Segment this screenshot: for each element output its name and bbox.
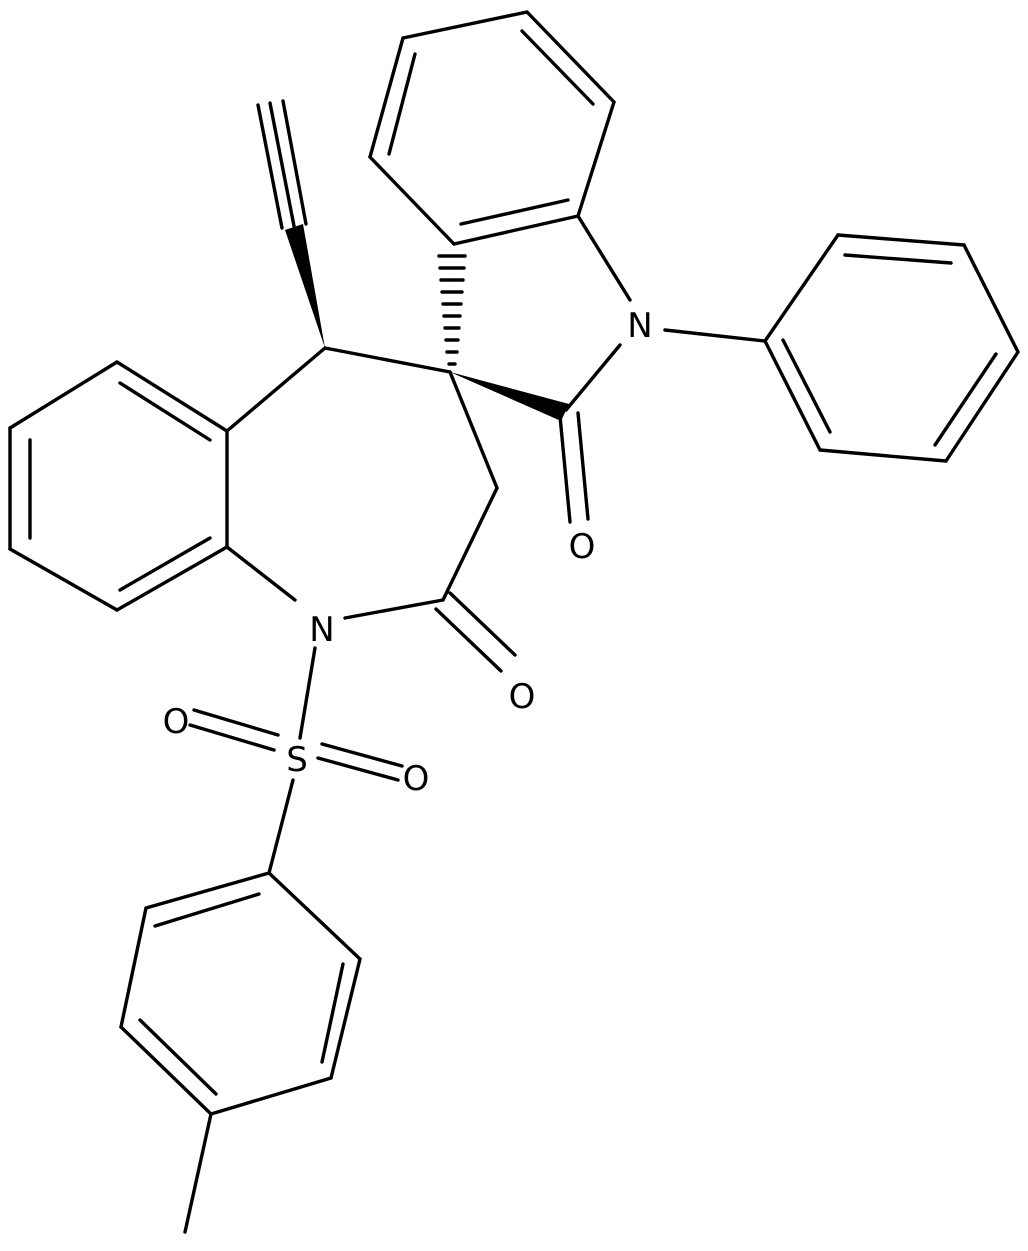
hashed-wedge-bond [437, 254, 467, 366]
n-phenyl-ring [663, 233, 1020, 463]
sulfonyl-group [188, 646, 404, 875]
ethynyl-group [256, 99, 325, 348]
bold-wedge-bond [450, 372, 569, 421]
atom-label-o-indole-carbonyl: O [569, 527, 596, 567]
oxindole-benzo-ring [368, 10, 616, 246]
atom-label-n-indole: N [627, 306, 652, 346]
atom-label-o-azepine-carbonyl: O [509, 677, 536, 717]
oxindole-lactam-ring [437, 214, 632, 524]
atom-label-o-sulfonyl-right: O [403, 759, 430, 799]
bold-wedge-bond [285, 224, 325, 348]
atom-label-o-sulfonyl-left: O [163, 702, 190, 742]
azepinone-ring [225, 346, 517, 673]
atom-label-n-azepine: N [309, 610, 334, 650]
atom-label-s-sulfonyl: S [286, 740, 308, 780]
benzazepine-benzo-ring [8, 360, 229, 612]
tolyl-ring [119, 871, 362, 1234]
